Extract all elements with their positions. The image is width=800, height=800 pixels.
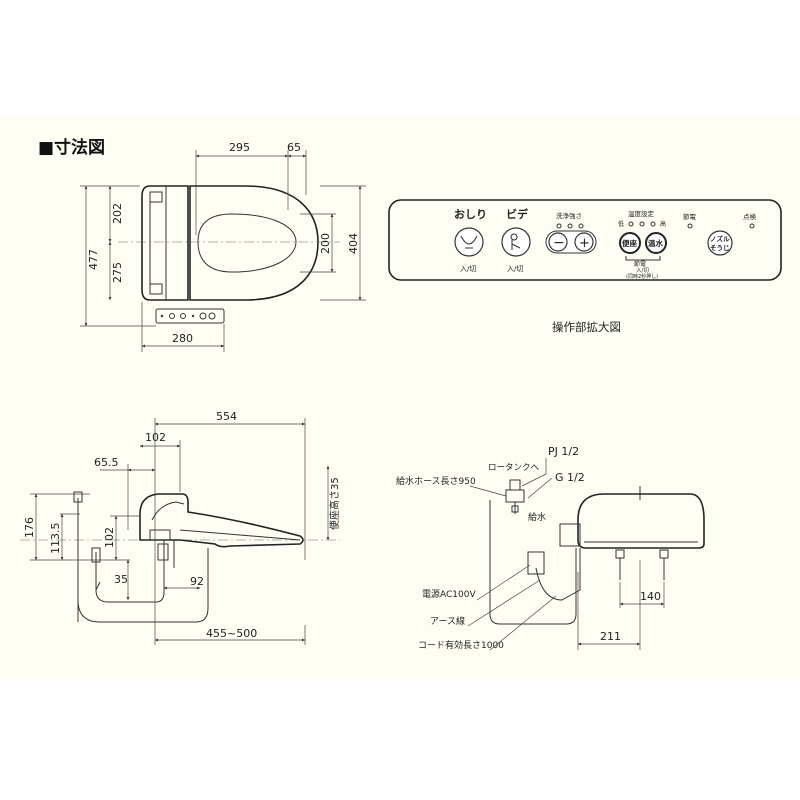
dim-65: 65 bbox=[287, 141, 301, 154]
strength-minus-button[interactable] bbox=[548, 232, 568, 252]
rear-view: PJ 1/2 ロータンクへ G 1/2 給水ホース長さ950 給水 電源AC10… bbox=[396, 445, 705, 651]
top-view: 295 65 477 202 275 200 404 280 bbox=[80, 141, 366, 352]
dim-102-side: 102 bbox=[103, 527, 116, 548]
dim-211: 211 bbox=[600, 630, 621, 643]
eco-label: 節電 bbox=[683, 212, 697, 221]
power-label: 電源AC100V bbox=[422, 589, 476, 600]
dim-200: 200 bbox=[319, 233, 332, 254]
eco-lamp bbox=[687, 223, 693, 229]
cord-label: コード有効長さ1000 bbox=[418, 639, 504, 651]
toilet-rear-body bbox=[577, 493, 705, 549]
bide-label: ビデ bbox=[506, 207, 529, 221]
nozzle-clean-button[interactable] bbox=[707, 230, 733, 256]
water-temp-button[interactable] bbox=[645, 232, 667, 254]
panel-caption: 操作部拡大図 bbox=[552, 320, 621, 334]
dim-280: 280 bbox=[172, 332, 193, 345]
minus-glyph: − bbox=[553, 235, 565, 251]
oshiri-sub: 入/切 bbox=[460, 265, 476, 273]
temp-low: 低 bbox=[618, 220, 624, 228]
dim-113-5: 113.5 bbox=[49, 523, 62, 555]
temp-bracket-sub: 入/切 bbox=[636, 267, 649, 274]
strength-plus-button[interactable] bbox=[574, 232, 594, 252]
nozzle-line2: そうじ bbox=[710, 244, 730, 252]
temp-bracket-label: 節電 bbox=[634, 260, 646, 268]
plus-glyph: + bbox=[579, 236, 590, 251]
seat-temp-text: 便座 bbox=[622, 238, 637, 248]
dim-404: 404 bbox=[347, 233, 360, 254]
earth-label: アース線 bbox=[430, 615, 465, 627]
dim-455-500: 455~500 bbox=[206, 627, 257, 640]
seat-outline bbox=[189, 185, 319, 301]
check-lamp bbox=[749, 223, 755, 229]
pj-label: PJ 1/2 bbox=[548, 445, 579, 458]
control-panel-small bbox=[155, 308, 225, 324]
page-title: ■寸法図 bbox=[38, 138, 106, 158]
main-body bbox=[141, 185, 189, 301]
temp-high: 高 bbox=[660, 220, 666, 228]
nozzle-line1: ノズル bbox=[710, 234, 730, 243]
bide-icon bbox=[510, 233, 521, 250]
temp-note: (同時2秒押し) bbox=[626, 273, 658, 280]
bowl-opening bbox=[197, 213, 297, 273]
dim-102-top: 102 bbox=[145, 431, 166, 444]
dim-176: 176 bbox=[23, 517, 36, 538]
bide-button[interactable] bbox=[501, 227, 531, 257]
operation-panel-enlarged: おしり 入/切 ビデ 入/切 洗浄強さ − + 温度設定 低 高 便座 温水 節… bbox=[388, 199, 782, 334]
oshiri-label: おしり bbox=[454, 208, 487, 221]
hinge-cap-bottom bbox=[149, 283, 163, 295]
panel-outline bbox=[388, 199, 782, 281]
dim-275: 275 bbox=[111, 262, 124, 283]
dim-35: 35 bbox=[114, 573, 128, 586]
tank-label: ロータンクへ bbox=[488, 463, 540, 473]
dim-92: 92 bbox=[190, 575, 204, 588]
seat-temp-button[interactable] bbox=[619, 232, 641, 254]
temp-label: 温度設定 bbox=[628, 209, 655, 218]
oshiri-icon bbox=[460, 235, 478, 249]
water-temp-text: 温水 bbox=[648, 238, 663, 248]
dim-477: 477 bbox=[87, 249, 100, 270]
oshiri-button[interactable] bbox=[454, 227, 484, 257]
bide-sub: 入/切 bbox=[507, 265, 523, 273]
power-outlet bbox=[527, 551, 545, 575]
dim-140: 140 bbox=[640, 590, 661, 603]
supply-valve bbox=[505, 489, 525, 503]
dim-202: 202 bbox=[111, 203, 124, 224]
dim-65-5: 65.5 bbox=[94, 456, 119, 469]
side-view: 554 102 65.5 176 113.5 102 35 92 455~500… bbox=[20, 410, 341, 645]
seat-side-profile bbox=[139, 493, 304, 548]
drawing-sheet bbox=[0, 118, 800, 680]
check-label: 点検 bbox=[743, 212, 757, 221]
hinge-cap-top bbox=[149, 191, 163, 203]
seat-height-label: 便座高さ35 bbox=[328, 477, 341, 530]
strength-label: 洗浄強さ bbox=[556, 211, 582, 220]
supply-label: 給水 bbox=[528, 511, 546, 523]
dim-554: 554 bbox=[216, 410, 237, 423]
hose-label: 給水ホース長さ950 bbox=[396, 475, 476, 487]
g-label: G 1/2 bbox=[555, 471, 585, 484]
dim-295: 295 bbox=[229, 141, 250, 154]
